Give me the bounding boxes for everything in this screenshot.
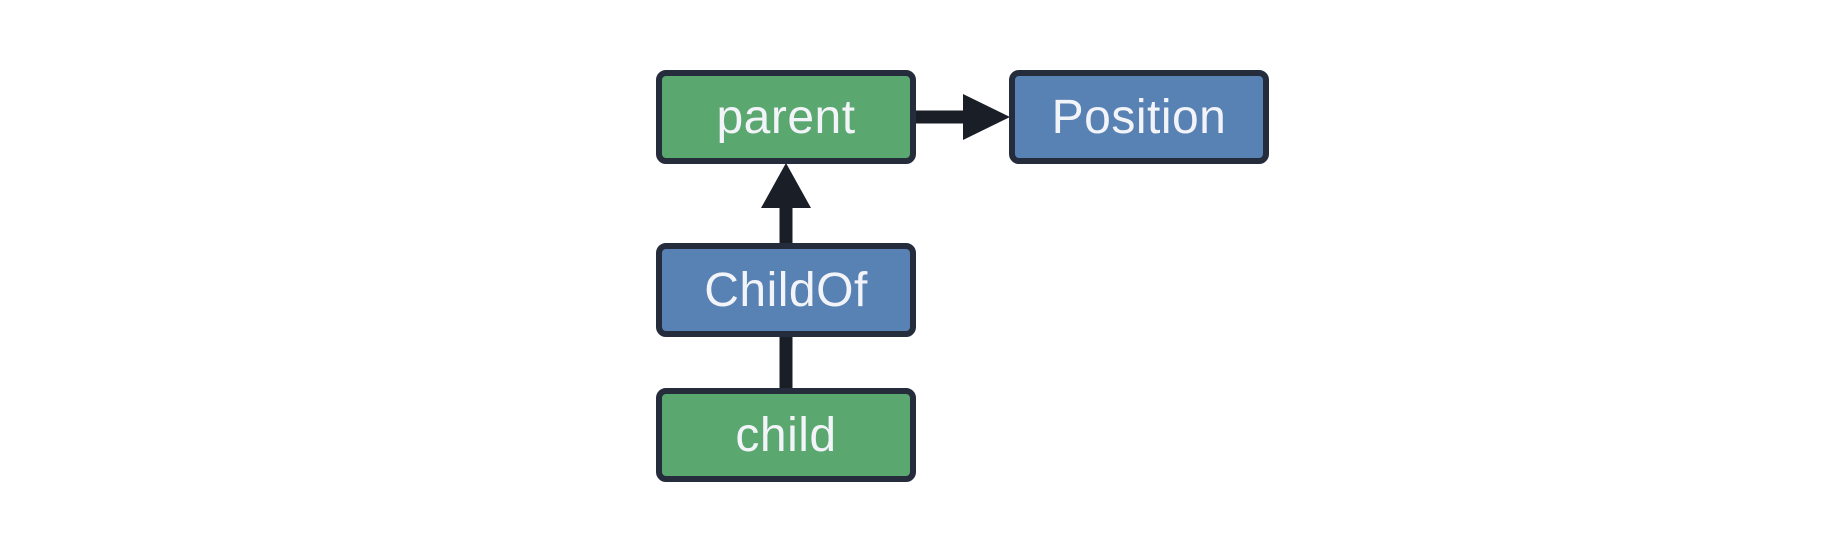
node-child-label: child bbox=[735, 408, 837, 462]
node-child: child bbox=[656, 388, 916, 482]
node-parent-label: parent bbox=[716, 90, 856, 144]
node-position-label: Position bbox=[1051, 90, 1227, 144]
node-childof-label: ChildOf bbox=[704, 263, 868, 317]
node-position: Position bbox=[1009, 70, 1269, 164]
node-parent: parent bbox=[656, 70, 916, 164]
edge-parent-position-arrowhead-icon bbox=[963, 94, 1010, 140]
edge-childof-parent-arrowhead-icon bbox=[761, 163, 811, 208]
node-childof: ChildOf bbox=[656, 243, 916, 337]
